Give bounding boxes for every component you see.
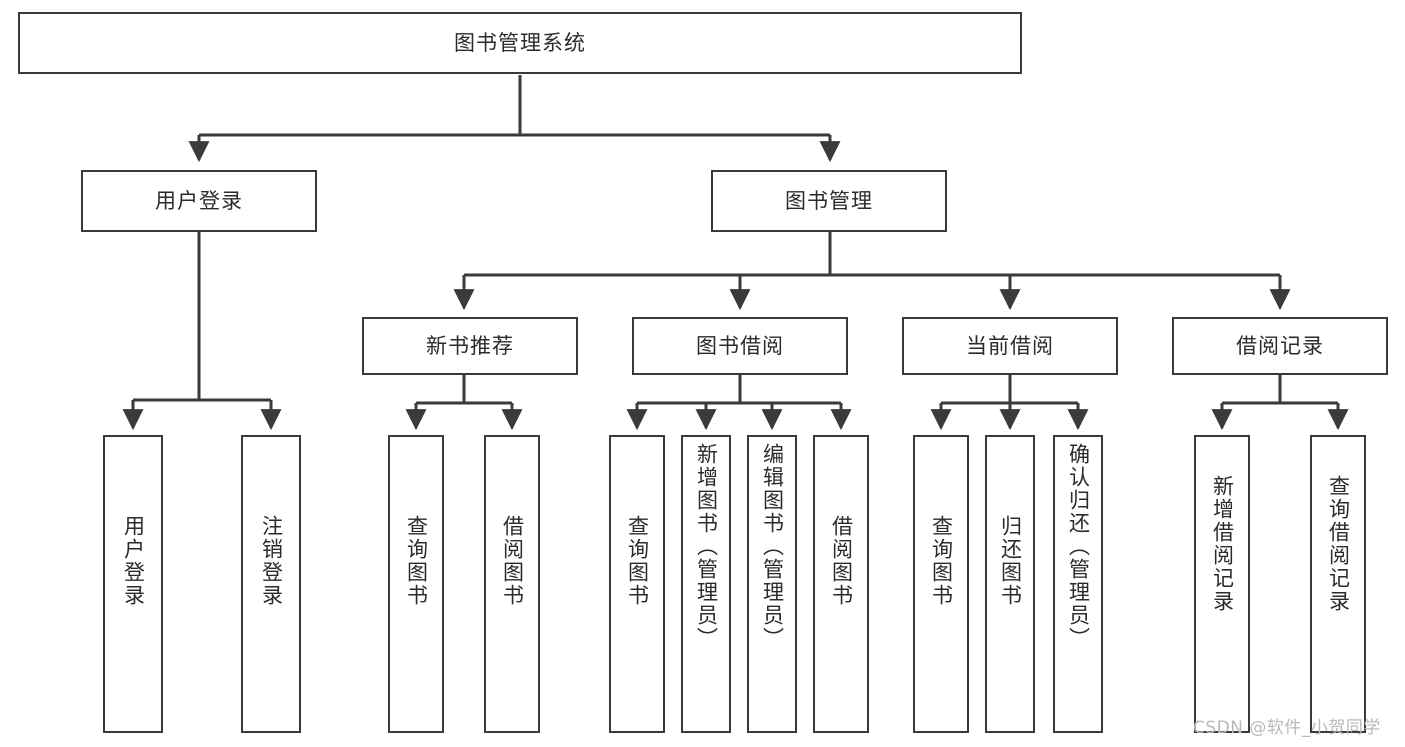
node-leaf-user-login[interactable]: 用户登录 [103,435,163,733]
node-leaf-user-login-label: 用户登录 [121,515,146,607]
node-borrow-record[interactable]: 借阅记录 [1172,317,1388,375]
node-book-borrow-label: 图书借阅 [696,333,784,358]
node-leaf-add-book-admin[interactable]: 新增图书（管理员） [681,435,731,733]
node-leaf-confirm-return-admin[interactable]: 确认归还（管理员） [1053,435,1103,733]
node-leaf-edit-book-admin-label: 编辑图书（管理员） [760,443,785,650]
node-leaf-user-logout-label: 注销登录 [259,515,284,607]
node-user-login[interactable]: 用户登录 [81,170,317,232]
node-leaf-query-book-current[interactable]: 查询图书 [913,435,969,733]
node-leaf-add-book-admin-label: 新增图书（管理员） [694,443,719,650]
node-new-book-recommend-label: 新书推荐 [426,333,514,358]
node-current-borrow-label: 当前借阅 [966,333,1054,358]
node-current-borrow[interactable]: 当前借阅 [902,317,1118,375]
node-book-management[interactable]: 图书管理 [711,170,947,232]
node-borrow-record-label: 借阅记录 [1236,333,1324,358]
node-leaf-query-book-borrow[interactable]: 查询图书 [609,435,665,733]
node-leaf-return-book-label: 归还图书 [998,515,1023,607]
node-leaf-query-borrow-record[interactable]: 查询借阅记录 [1310,435,1366,733]
node-leaf-confirm-return-admin-label: 确认归还（管理员） [1066,443,1091,650]
node-leaf-query-book-recommend-label: 查询图书 [404,515,429,607]
node-user-login-label: 用户登录 [155,188,243,213]
node-new-book-recommend[interactable]: 新书推荐 [362,317,578,375]
node-leaf-borrow-book-label: 借阅图书 [829,515,854,607]
node-leaf-query-book-recommend[interactable]: 查询图书 [388,435,444,733]
node-leaf-add-borrow-record[interactable]: 新增借阅记录 [1194,435,1250,733]
node-leaf-borrow-book-recommend[interactable]: 借阅图书 [484,435,540,733]
node-leaf-borrow-book[interactable]: 借阅图书 [813,435,869,733]
node-book-borrow[interactable]: 图书借阅 [632,317,848,375]
node-book-management-label: 图书管理 [785,188,873,213]
node-leaf-user-logout[interactable]: 注销登录 [241,435,301,733]
watermark-csdn: CSDN @软件_小贺同学 [1193,718,1381,738]
node-leaf-return-book[interactable]: 归还图书 [985,435,1035,733]
node-leaf-query-borrow-record-label: 查询借阅记录 [1326,475,1351,613]
node-leaf-borrow-book-recommend-label: 借阅图书 [500,515,525,607]
node-leaf-query-book-borrow-label: 查询图书 [625,515,650,607]
node-root-book-management-system[interactable]: 图书管理系统 [18,12,1022,74]
node-leaf-add-borrow-record-label: 新增借阅记录 [1210,475,1235,613]
node-root-label: 图书管理系统 [454,30,586,55]
node-leaf-query-book-current-label: 查询图书 [929,515,954,607]
node-leaf-edit-book-admin[interactable]: 编辑图书（管理员） [747,435,797,733]
